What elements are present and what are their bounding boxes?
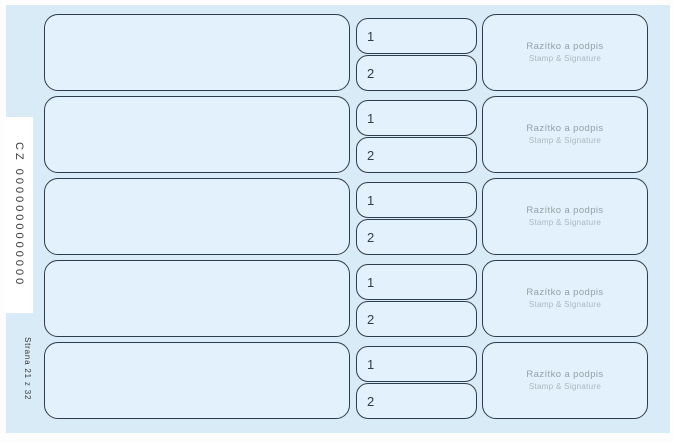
voucher-row: 1 2 Razítko a podpis Stamp & Signature [6,14,670,91]
stamp-signature-box: Razítko a podpis Stamp & Signature [482,260,648,337]
stamp-signature-box: Razítko a podpis Stamp & Signature [482,96,648,173]
stamp-subtitle: Stamp & Signature [528,54,602,64]
stamp-title: Razítko a podpis [526,123,604,134]
field-1-label: 1 [367,192,375,208]
field-1-label: 1 [367,110,375,126]
stamp-subtitle: Stamp & Signature [528,382,602,392]
field-2-box: 2 [356,301,477,337]
entry-box [44,96,350,173]
stamp-subtitle: Stamp & Signature [528,300,602,310]
voucher-row: 1 2 Razítko a podpis Stamp & Signature [6,178,670,255]
stamp-subtitle: Stamp & Signature [528,136,602,146]
field-2-box: 2 [356,383,477,419]
stamp-title: Razítko a podpis [526,287,604,298]
stamp-signature-box: Razítko a podpis Stamp & Signature [482,14,648,91]
field-2-label: 2 [367,311,375,327]
field-1-box: 1 [356,264,477,300]
voucher-sheet: 1 2 Razítko a podpis Stamp & Signature 1… [6,5,670,433]
field-1-label: 1 [367,274,375,290]
field-2-label: 2 [367,147,375,163]
entry-box [44,14,350,91]
field-2-box: 2 [356,219,477,255]
field-1-box: 1 [356,18,477,54]
voucher-row: 1 2 Razítko a podpis Stamp & Signature [6,96,670,173]
field-2-box: 2 [356,55,477,91]
page-indicator: Strana 21 z 32 [23,337,32,401]
entry-box [44,260,350,337]
stamp-title: Razítko a podpis [526,369,604,380]
field-2-label: 2 [367,229,375,245]
stamp-signature-box: Razítko a podpis Stamp & Signature [482,178,648,255]
stamp-title: Razítko a podpis [526,205,604,216]
vat-number-label: CZ 0000000000000 [13,142,25,288]
field-1-box: 1 [356,346,477,382]
field-1-label: 1 [367,356,375,372]
vat-number-strip: CZ 0000000000000 [5,117,33,313]
field-2-label: 2 [367,393,375,409]
field-2-box: 2 [356,137,477,173]
voucher-row: 1 2 Razítko a podpis Stamp & Signature [6,260,670,337]
field-2-label: 2 [367,65,375,81]
field-1-label: 1 [367,28,375,44]
stamp-signature-box: Razítko a podpis Stamp & Signature [482,342,648,419]
field-1-box: 1 [356,100,477,136]
voucher-row: 1 2 Razítko a podpis Stamp & Signature [6,342,670,419]
stamp-subtitle: Stamp & Signature [528,218,602,228]
field-1-box: 1 [356,182,477,218]
stamp-title: Razítko a podpis [526,41,604,52]
entry-box [44,178,350,255]
entry-box [44,342,350,419]
